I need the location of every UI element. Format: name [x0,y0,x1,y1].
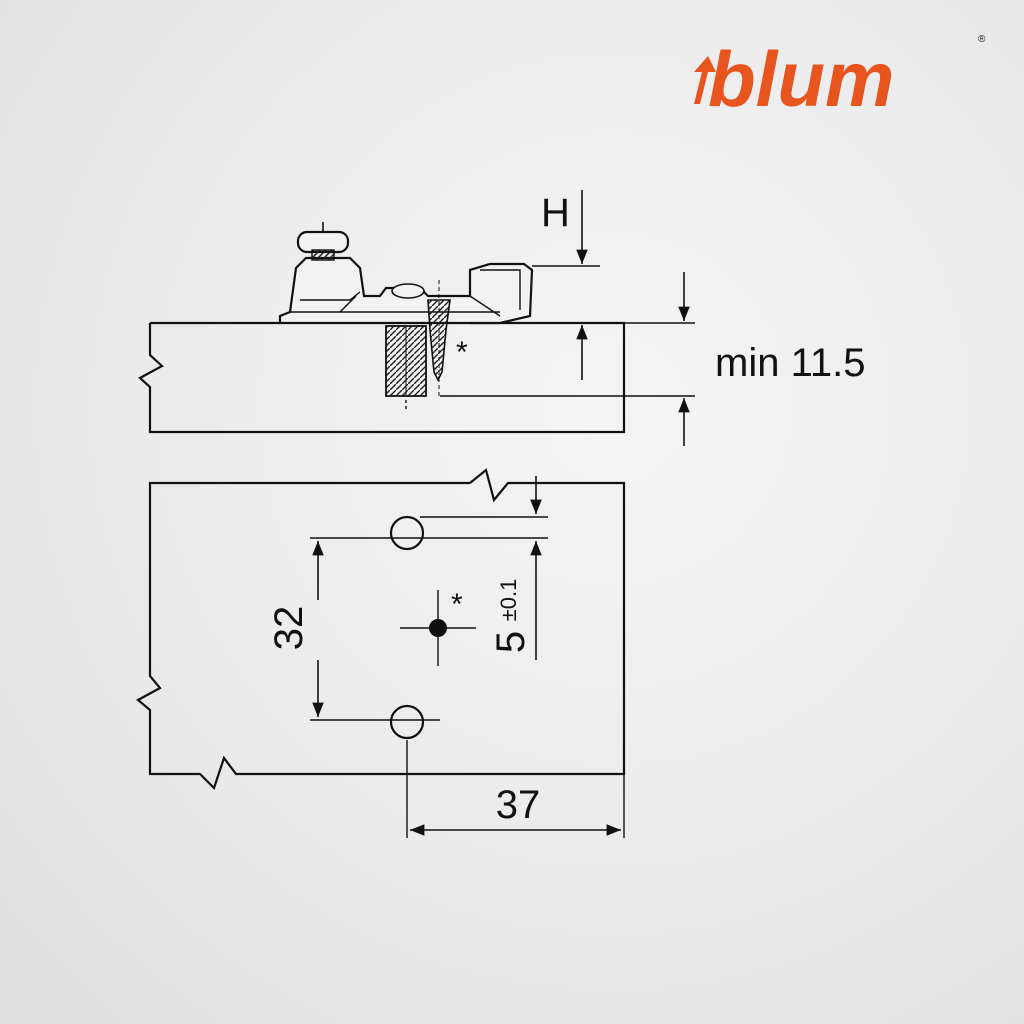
height-dimension [532,190,600,380]
hole-spacing-label: 32 [267,606,311,651]
upper-hole [389,515,425,551]
registered-mark: ® [978,34,986,45]
arrow-icon [694,56,716,104]
edge-offset-label: 5 [489,631,533,653]
mounting-plate [278,222,534,325]
wood-screw-icon [427,280,451,398]
adjustment-screw-icon [296,230,350,254]
lower-hole [389,704,425,740]
edge-offset-tolerance: ±0.1 [496,579,521,622]
side-panel-outline [138,321,626,434]
top-asterisk: * [451,588,463,621]
side-view [138,190,695,446]
top-view [136,468,626,838]
dowel-icon [385,325,427,412]
thickness-label: min 11.5 [715,341,865,385]
side-asterisk: * [456,336,468,369]
width-label: 37 [496,783,541,827]
blum-logo: blum ® [694,34,986,123]
top-panel-outline [136,468,626,791]
center-mark-icon [400,590,476,666]
brand-wordmark: blum [708,35,894,123]
height-label: H [541,191,570,235]
